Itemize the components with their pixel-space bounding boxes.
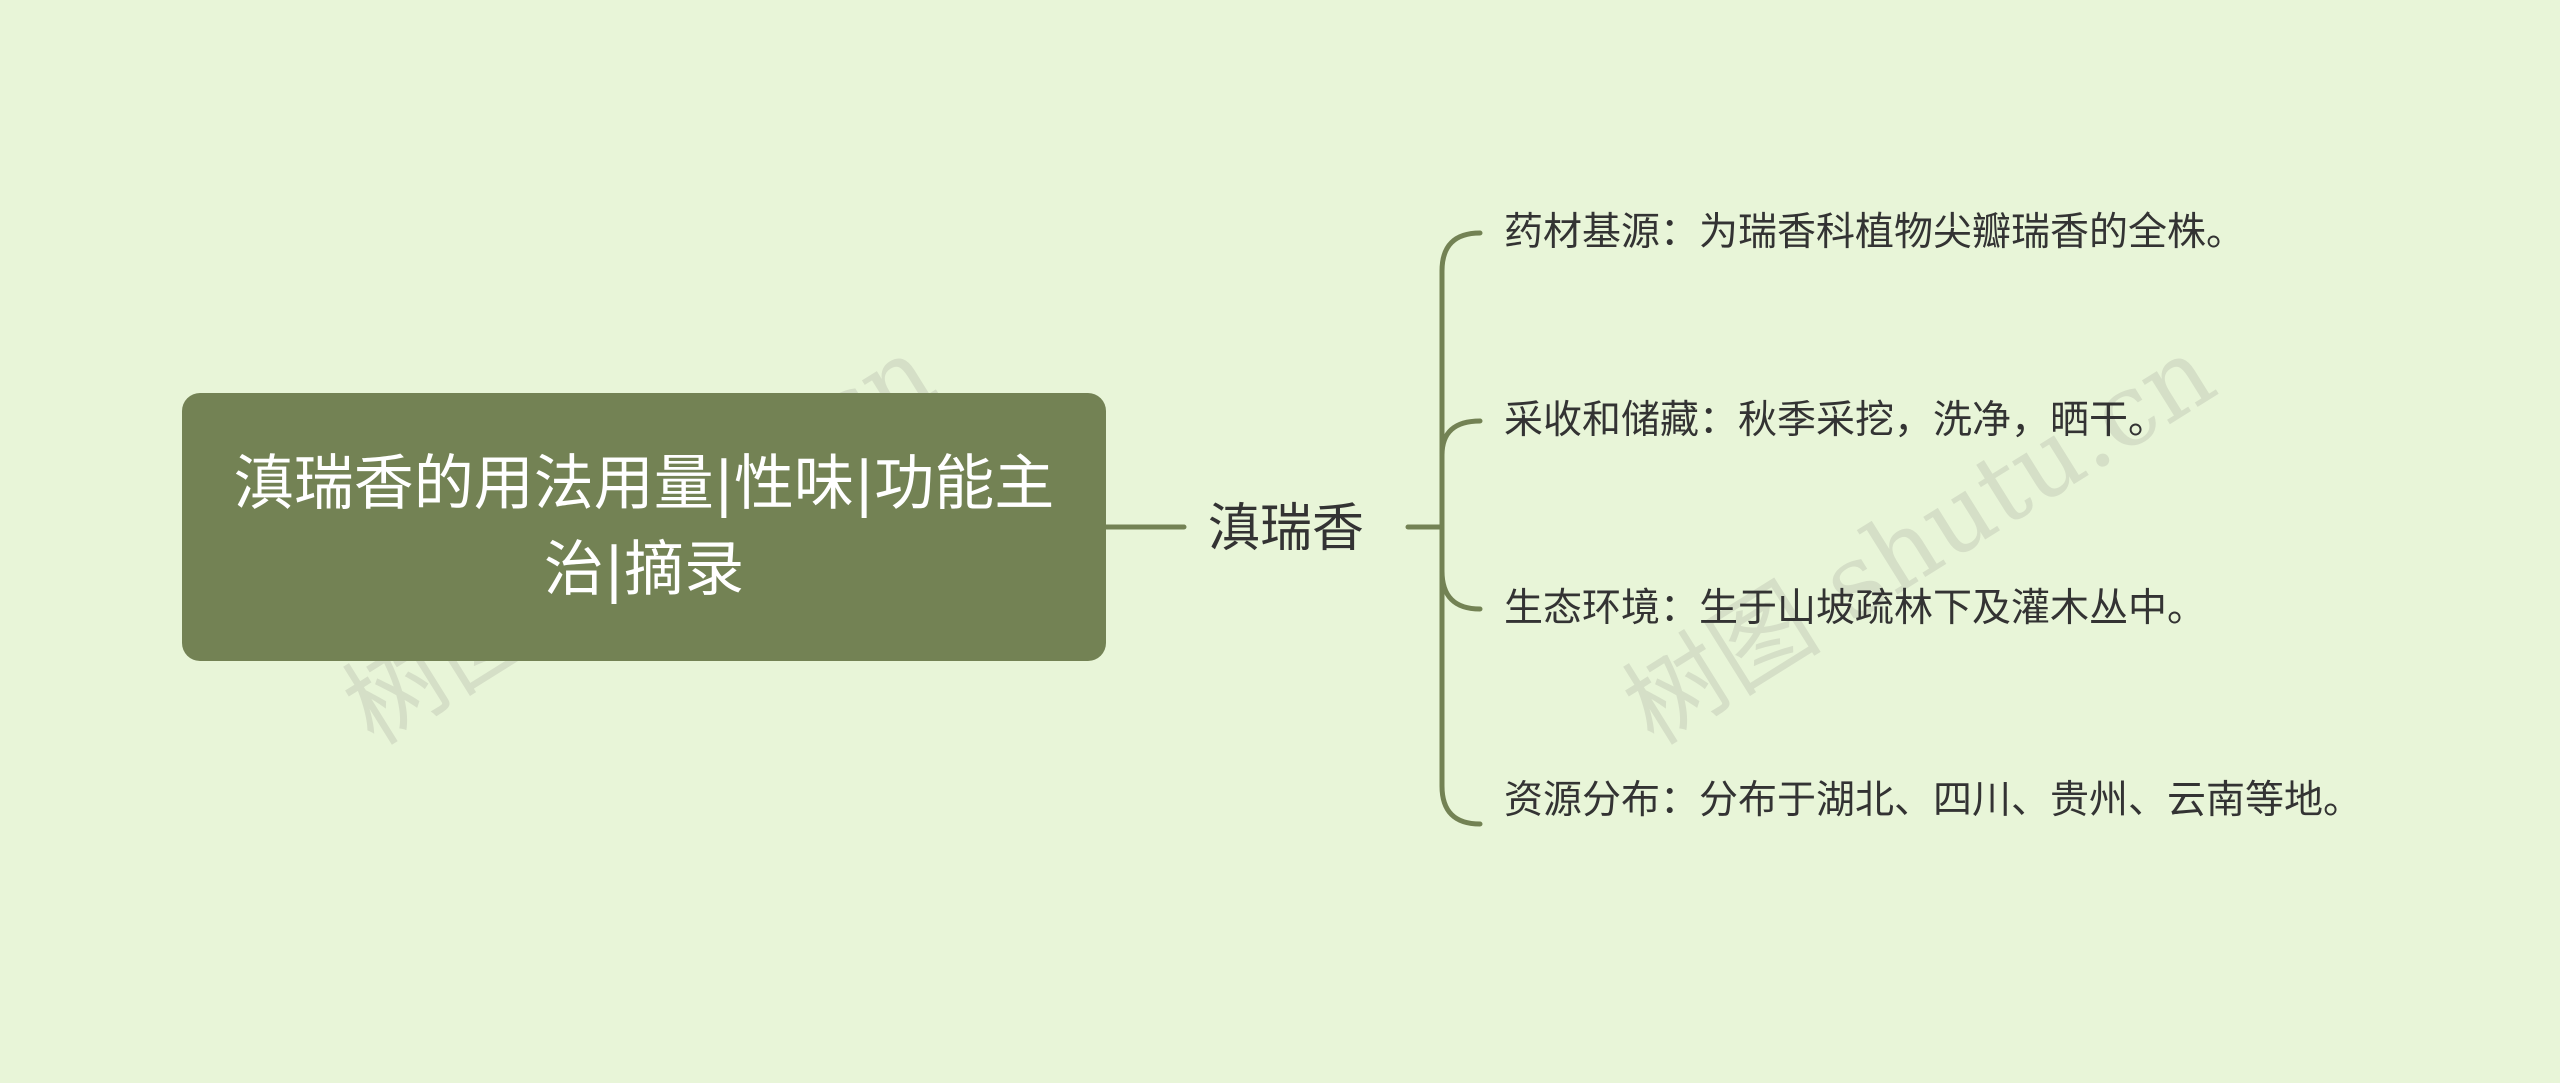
leaf-node-source[interactable]: 药材基源：为瑞香科植物尖瓣瑞香的全株。: [1504, 210, 2246, 255]
leaf-node-distribution[interactable]: 资源分布：分布于湖北、四川、贵州、云南等地。: [1504, 778, 2363, 823]
leaf-node-habitat[interactable]: 生态环境：生于山坡疏林下及灌木丛中。: [1504, 586, 2207, 631]
leaf-connector-3: [1439, 568, 1483, 612]
root-title: 滇瑞香的用法用量|性味|功能主治|摘录: [233, 449, 1055, 605]
leaf-node-harvest[interactable]: 采收和储藏：秋季采挖，洗净，晒干。: [1504, 398, 2168, 443]
leaf-bracket: [1439, 230, 1483, 827]
branch-label[interactable]: 滇瑞香: [1208, 499, 1365, 559]
leaf-connector-2: [1439, 418, 1483, 458]
root-node[interactable]: 滇瑞香的用法用量|性味|功能主治|摘录: [182, 393, 1106, 661]
